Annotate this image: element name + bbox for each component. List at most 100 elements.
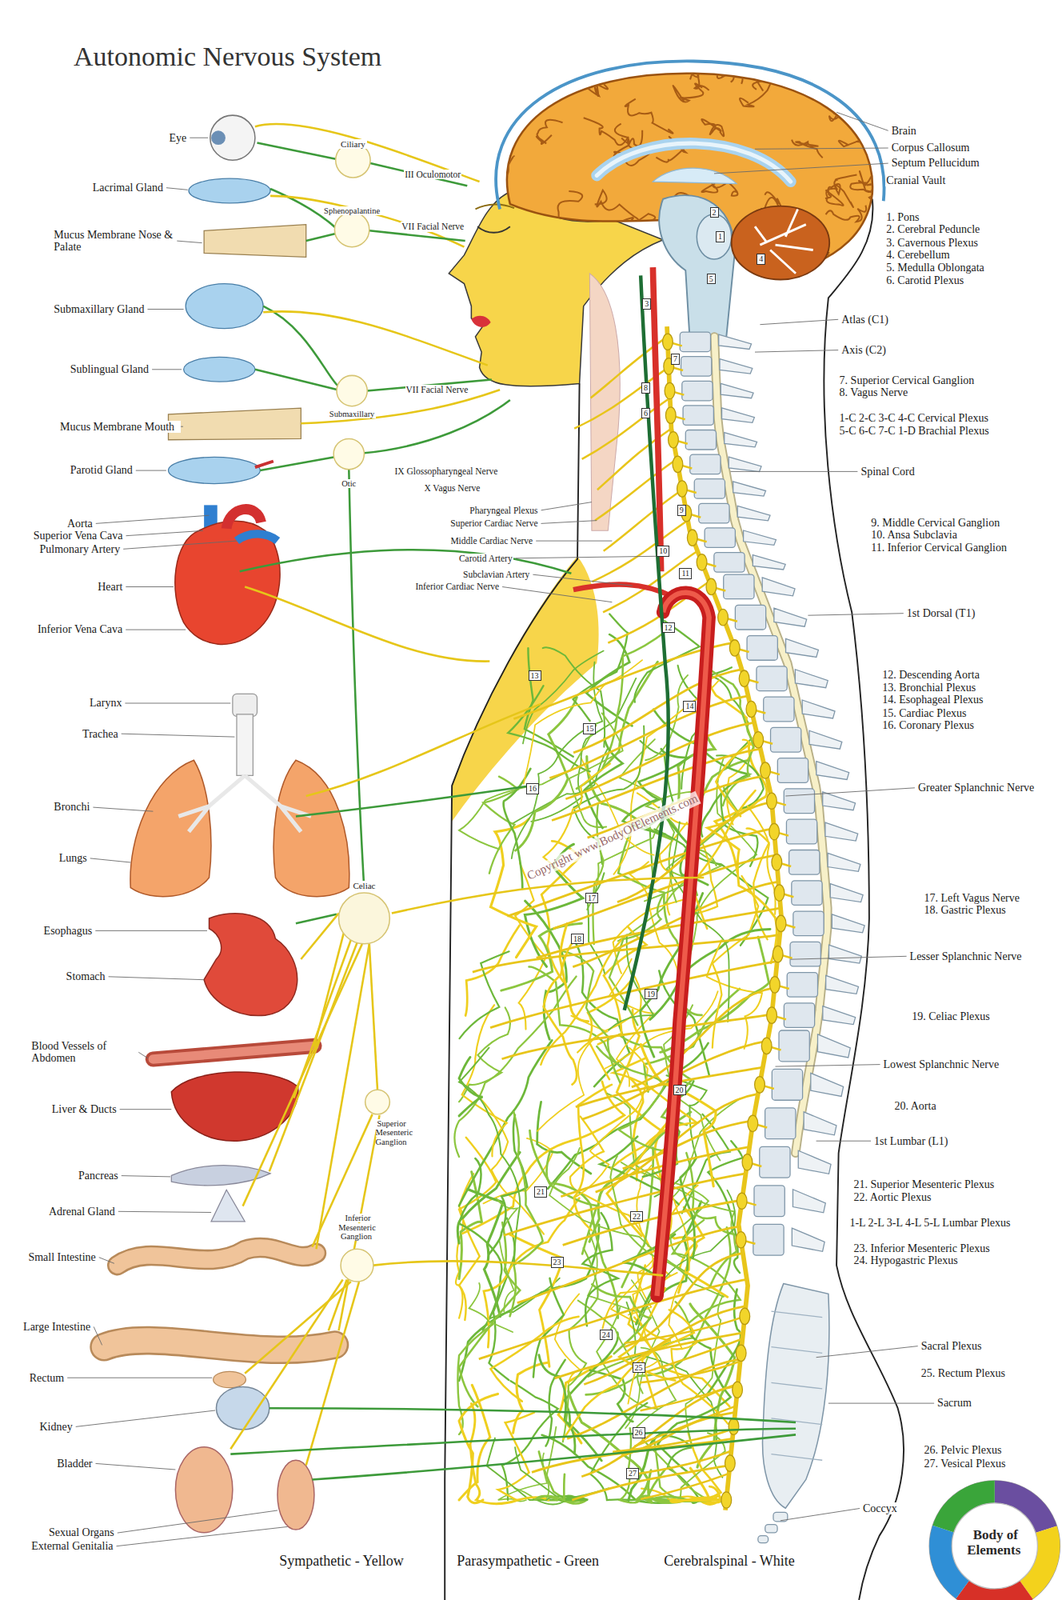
nerve-fiber [459,1056,484,1115]
pulmonary-artery [236,533,278,541]
brain-gyrus [829,99,866,121]
splanchnic-nerve [631,987,775,1087]
organ-label: Blood Vessels of Abdomen [30,1039,136,1065]
logo-disc [929,1480,1060,1600]
brain-gyrus [826,205,867,223]
leader-line [138,1051,148,1059]
callout-number: 23 [550,1256,564,1268]
chain-ganglion [662,333,674,350]
nerve-fiber [465,925,520,1016]
vertebral-body [690,454,721,474]
nerve-fiber [467,1188,504,1316]
small-intestine [117,1246,317,1265]
leader-line [785,787,915,796]
structure-label: Spinal Cord [859,465,915,478]
ganglion-ring [339,892,391,944]
abdominal-vessel-inner [152,1045,315,1059]
brain-gyrus [497,206,520,223]
leader-line [95,1462,176,1470]
leader-line [535,540,612,542]
brain-gyrus [739,80,772,108]
heart [175,520,280,644]
organ-label: Parotid Gland [69,463,134,476]
callout-number: 12 [662,622,675,634]
sympathetic-fiber [373,1260,663,1275]
organ-label: Submaxillary Gland [52,303,145,316]
sacral-ridge [770,1310,823,1318]
kidney [215,1385,269,1430]
sympathetic-fiber [391,877,704,914]
leader-line [754,350,839,353]
nerve-label: Inferior Cardiac Nerve [414,581,500,592]
callout-number: 17 [585,892,599,904]
callout-number: 25 [632,1361,646,1374]
chain-ganglion [664,382,675,399]
spinous-process [724,432,758,448]
ganglion-ring [340,1248,374,1282]
brain-gyrus [823,251,872,288]
splanchnic-nerve [549,695,748,779]
vertebral-body [704,527,735,547]
chain-ganglion [732,1381,743,1398]
structure-label: Greater Splanchnic Nerve [917,781,1039,794]
callout-number: 19 [644,988,658,1000]
body-figure [444,191,904,1600]
structure-label: 11. Inferior Cervical Ganglion [870,541,1008,554]
spinous-process [737,505,771,520]
chain-ganglion [753,731,764,748]
callout-number: 20 [673,1084,687,1096]
callout-number: 2 [710,207,719,219]
brain-gyrus [701,119,724,136]
structure-label: 23. Inferior Mesenteric Plexus [853,1241,991,1254]
leader-line [816,1140,871,1142]
chain-ganglion [672,455,683,472]
logo-ring-segment [940,1491,1049,1600]
leader-line [730,471,858,472]
spinous-process [752,554,786,570]
organ-label: Superior Vena Cava [32,529,124,542]
coccyx-bone [765,1524,778,1533]
splanchnic-nerve [573,669,743,753]
left-lung [130,759,212,897]
lacrimal-gland [188,178,271,204]
sympathetic-fiber [270,195,464,248]
ganglion-name: Sphenopalantine [322,206,382,216]
vertebral-body [753,1223,784,1255]
spinous-process [786,638,819,657]
ganglion-circle: Celiac [351,880,377,891]
splanchnic-nerve [566,1358,741,1438]
nerve-label: Middle Cardiac Nerve [449,535,534,547]
parasympathetic-fiber [311,1433,796,1479]
vertebral-body [778,1030,810,1062]
splanchnic-nerve [571,1465,730,1500]
callout-number: 8 [641,382,651,394]
sacral-branch [640,1383,739,1411]
organ-label: Esophagus [43,924,94,937]
ganglion-circle: Sphenopalantine [322,206,382,216]
sacral-branch [647,1337,743,1371]
leader-line [119,1108,172,1110]
vertebral-body [746,635,778,661]
callout-number: 3 [642,298,651,310]
ganglion-circle: Otic [339,479,358,489]
vertebral-body [763,696,795,722]
brain-gyrus [528,231,551,251]
brain-gyrus [625,99,674,134]
spinous-process [825,822,859,841]
leader-line [754,147,889,149]
brain-gyrus [850,243,887,274]
mouth-membrane [167,407,301,440]
parasympathetic-fiber [295,785,531,816]
leader-line [541,520,598,524]
nerve-fiber [562,1309,695,1438]
splanchnic-nerve [562,1199,743,1245]
spine [662,326,866,1542]
organ-label: Adrenal Gland [47,1205,116,1218]
spinous-process [718,334,752,349]
leader-line [95,515,210,524]
leader-line [541,502,592,511]
leader-line [166,187,188,191]
nerve-fiber [610,1058,698,1169]
organs [103,115,350,1533]
spinous-process [794,669,828,688]
